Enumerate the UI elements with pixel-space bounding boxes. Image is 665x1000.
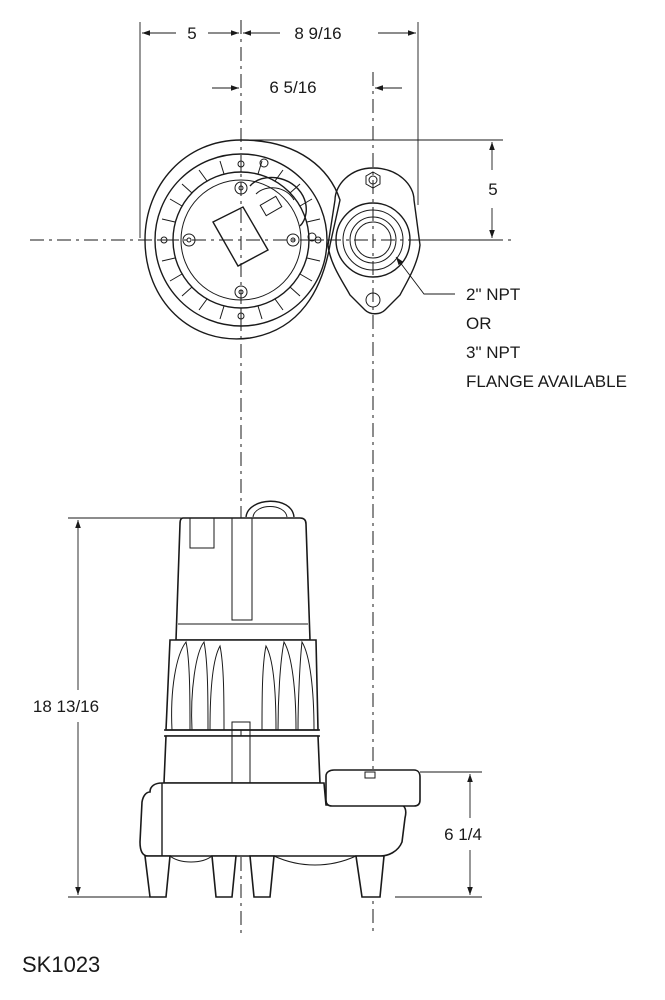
pump-side-view <box>139 500 421 898</box>
dim-top-left-width: 5 <box>187 24 196 43</box>
dim-flange-height: 5 <box>488 180 497 199</box>
model-number: SK1023 <box>22 952 100 977</box>
dimension-lines <box>75 30 495 895</box>
callout-line-4: FLANGE AVAILABLE <box>466 372 627 391</box>
dim-discharge-height: 6 1/4 <box>444 825 482 844</box>
callout-line-1: 2" NPT <box>466 285 520 304</box>
extension-lines <box>68 22 503 898</box>
dim-top-right-width: 8 9/16 <box>294 24 341 43</box>
callout-line-2: OR <box>466 314 492 333</box>
dim-overall-height: 18 13/16 <box>33 697 99 716</box>
pump-top-view <box>144 139 421 340</box>
npt-callout <box>395 256 455 295</box>
callout-line-3: 3" NPT <box>466 343 520 362</box>
dim-discharge-offset: 6 5/16 <box>269 78 316 97</box>
